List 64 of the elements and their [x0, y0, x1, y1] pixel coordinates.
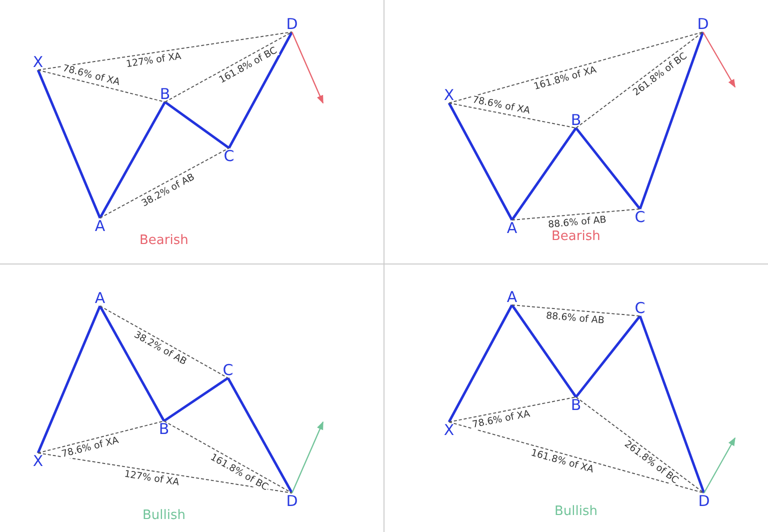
ratio-line — [164, 420, 292, 494]
pattern-line — [448, 304, 514, 423]
pattern-line — [575, 315, 641, 398]
arrow — [291, 32, 324, 104]
pattern-line — [510, 127, 578, 221]
pattern-line — [98, 101, 166, 219]
ratio-line — [38, 70, 166, 102]
point-label: B — [569, 112, 583, 128]
ratio-line — [448, 32, 704, 104]
edge-label: 78.6% of XA — [60, 435, 122, 461]
pattern-line — [448, 102, 514, 221]
ratio-line — [38, 452, 292, 494]
pattern-line — [36, 70, 102, 218]
pattern-line — [163, 376, 229, 422]
point-label: A — [505, 220, 519, 236]
arrow — [291, 421, 324, 494]
point-label: X — [442, 87, 456, 103]
arrow — [703, 437, 736, 494]
trend-label: Bearish — [140, 232, 188, 248]
point-label: A — [505, 289, 519, 305]
arrow — [702, 32, 736, 88]
ratio-line — [576, 32, 704, 128]
point-label: D — [697, 493, 711, 509]
pattern-line — [638, 32, 704, 210]
point-label: D — [285, 16, 299, 32]
ratio-line — [38, 32, 292, 70]
point-label: B — [157, 421, 171, 437]
ratio-line — [512, 304, 640, 316]
point-label: C — [221, 362, 235, 378]
edge-label: 78.6% of XA — [470, 94, 532, 116]
point-label: A — [93, 218, 107, 234]
pattern-line — [98, 305, 166, 422]
pattern-line — [638, 316, 706, 494]
point-label: X — [31, 54, 45, 70]
point-label: B — [569, 397, 583, 413]
point-label: D — [285, 493, 299, 509]
edge-label: 78.6% of XA — [470, 408, 532, 432]
pattern-line — [36, 306, 102, 454]
ratio-line — [38, 420, 164, 454]
pattern-line — [510, 304, 578, 398]
pattern-line — [164, 100, 230, 150]
ratio-line — [100, 148, 230, 218]
pattern-line — [575, 127, 641, 210]
trend-label: Bullish — [554, 504, 598, 518]
ratio-line — [576, 396, 704, 494]
trend-label: Bullish — [142, 508, 186, 522]
point-label: A — [93, 290, 107, 306]
ratio-line — [448, 102, 576, 128]
point-label: C — [633, 209, 647, 225]
point-label: X — [31, 453, 45, 469]
ratio-line — [100, 306, 228, 378]
edge-label: 78.6% of XA — [60, 62, 122, 88]
pattern-line — [226, 377, 294, 494]
trend-label: Bearish — [552, 228, 600, 244]
ratio-line — [448, 422, 704, 494]
point-label: X — [442, 422, 456, 438]
point-label: C — [633, 300, 647, 316]
point-label: B — [158, 86, 172, 102]
ratio-line — [164, 32, 292, 102]
ratio-line — [512, 208, 640, 220]
point-label: C — [222, 148, 236, 164]
pattern-line — [228, 31, 294, 149]
ratio-line — [448, 396, 576, 422]
point-label: D — [696, 16, 710, 32]
